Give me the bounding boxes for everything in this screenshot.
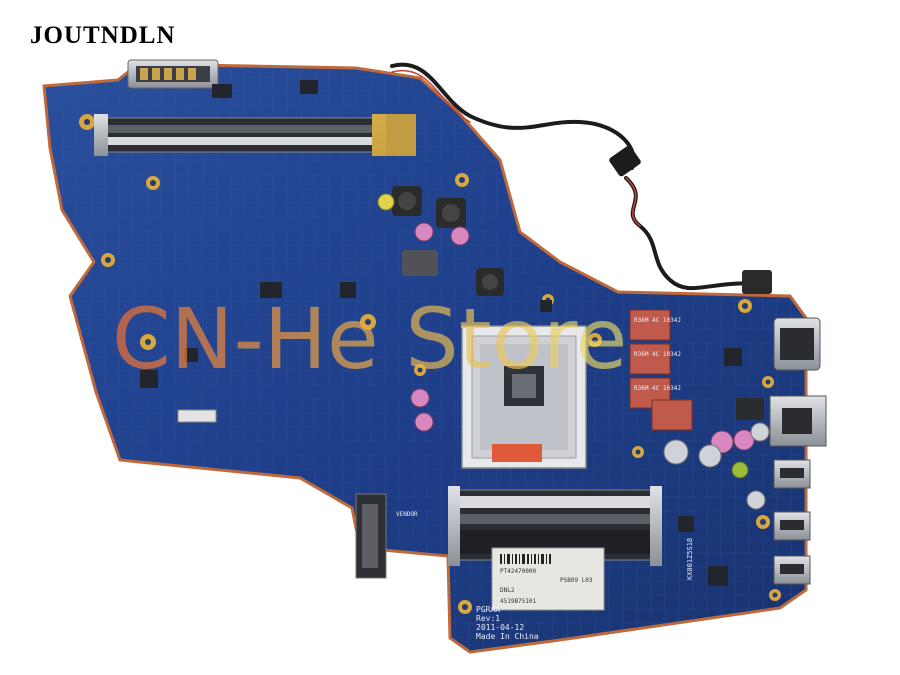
choke-label: R36M 4C 1034J	[634, 351, 681, 358]
cable-plug	[742, 270, 772, 294]
cable-ferrite	[609, 145, 641, 177]
watermark-text: CN-He Store	[112, 290, 627, 388]
small-ribbon-connector	[177, 409, 217, 423]
mounting-holes	[79, 114, 781, 614]
sticker-line: DNL2	[500, 587, 515, 594]
board-serial-label: KX001Z5S18	[686, 538, 694, 580]
board-model-label: PGRAA	[476, 605, 500, 614]
cables	[390, 62, 762, 291]
sticker-line: PT42470000	[500, 568, 537, 575]
barcode-sticker	[491, 547, 605, 611]
power-connector	[127, 59, 219, 89]
choke-stack	[629, 309, 693, 431]
cpu-socket	[461, 325, 587, 469]
top-connector-slot	[94, 114, 386, 156]
sata-connector	[355, 493, 387, 579]
io-ports	[736, 317, 827, 585]
kapton-tape	[372, 114, 416, 156]
choke-label: R36M 4C 1034J	[634, 385, 681, 392]
board-origin-label: Made In China	[476, 632, 539, 641]
choke-label: R36M 4C 1034J	[634, 317, 681, 324]
sticker-line: 4519B75101	[500, 598, 537, 605]
ic-chips	[140, 80, 742, 586]
brand-logo-text: JOUTNDLN	[30, 22, 176, 49]
sticker-line: PSB09 L03	[560, 577, 593, 584]
capacitors	[377, 193, 770, 510]
board-rev-label: Rev:1	[476, 614, 500, 623]
power-inductors	[392, 186, 504, 296]
vendor-label: VENDOR	[396, 511, 418, 518]
board-date-label: 2011-04-12	[476, 623, 524, 632]
